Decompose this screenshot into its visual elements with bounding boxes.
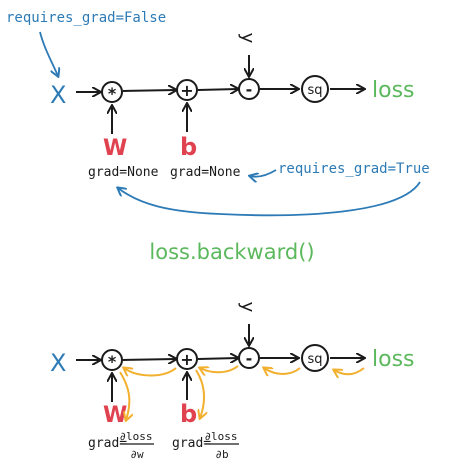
backward-call-title: loss.backward() bbox=[149, 240, 314, 264]
node-sub-symbol: - bbox=[246, 80, 253, 99]
node-loss: loss bbox=[372, 78, 415, 103]
edge-mul-to-add bbox=[122, 90, 176, 91]
grad-flow-mul-to-w bbox=[119, 371, 129, 420]
annotation-arrow-to-grad-b bbox=[250, 169, 277, 177]
grad-w-label: grad=None bbox=[88, 165, 159, 180]
grad-b-denominator: ∂b bbox=[215, 448, 228, 461]
node-mul-symbol: * bbox=[108, 84, 117, 103]
grad-w-denominator: ∂w bbox=[130, 448, 144, 461]
node-sub bbox=[238, 78, 260, 100]
grad-flow-sub-to-add bbox=[200, 365, 239, 372]
node-mul-back bbox=[101, 349, 123, 371]
node-y-bar-back: y bbox=[237, 302, 258, 313]
node-sub-back bbox=[238, 347, 260, 369]
grad-flow-add-to-b bbox=[195, 369, 204, 418]
node-x-back: X bbox=[50, 349, 66, 377]
node-sq-label: sq bbox=[307, 83, 322, 98]
edge-add-to-sub-back bbox=[197, 358, 238, 359]
forward-graph: requires_grad=False X * + - y sq loss W … bbox=[6, 10, 430, 217]
node-add-back bbox=[176, 348, 198, 370]
edge-mul-to-add-back bbox=[122, 359, 176, 360]
node-b: b bbox=[180, 133, 197, 161]
node-add-back-symbol: + bbox=[180, 350, 193, 369]
annotation-arrow-to-x bbox=[39, 31, 58, 76]
annotation-arrow-to-grad-w bbox=[118, 181, 421, 217]
node-w: W bbox=[103, 136, 127, 161]
node-mul bbox=[101, 81, 123, 103]
node-y-bar: y bbox=[237, 33, 258, 44]
grad-b-numerator: ∂loss bbox=[204, 430, 237, 443]
node-mul-back-symbol: * bbox=[108, 352, 117, 371]
node-w-back: W bbox=[103, 403, 127, 428]
grad-flow-sq-to-sub bbox=[264, 368, 301, 374]
grad-w-prefix: grad= bbox=[88, 436, 127, 451]
node-b-back: b bbox=[180, 400, 197, 428]
node-sub-back-symbol: - bbox=[246, 349, 253, 368]
grad-w-numerator: ∂loss bbox=[119, 430, 152, 443]
grad-flow-loss-to-sq bbox=[334, 367, 365, 374]
node-sq bbox=[301, 75, 329, 103]
requires-grad-true-label: requires_grad=True bbox=[278, 161, 430, 177]
backward-graph: X * + - y sq loss W b grad= ∂loss ∂w bbox=[50, 302, 415, 461]
edge-add-to-sub bbox=[197, 89, 238, 90]
node-sq-back bbox=[301, 344, 329, 372]
node-sq-back-label: sq bbox=[307, 352, 322, 367]
node-add-symbol: + bbox=[180, 81, 193, 100]
node-loss-back: loss bbox=[372, 347, 415, 372]
grad-b-prefix: grad= bbox=[172, 436, 211, 451]
grad-b-label: grad=None bbox=[170, 165, 241, 180]
requires-grad-false-label: requires_grad=False bbox=[6, 10, 166, 26]
node-x: X bbox=[50, 81, 66, 109]
node-add bbox=[176, 79, 198, 101]
grad-flow-add-to-mul bbox=[124, 368, 177, 376]
